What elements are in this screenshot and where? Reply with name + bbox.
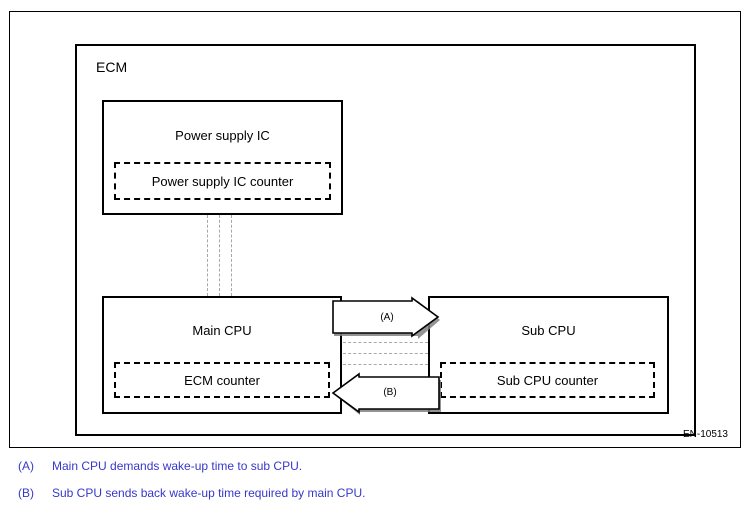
legend-item-a: (A) Main CPU demands wake-up time to sub… xyxy=(18,458,718,474)
figure-id-label: EN-10513 xyxy=(682,429,728,440)
legend-text-a: Main CPU demands wake-up time to sub CPU… xyxy=(52,459,303,473)
ecm-counter-box: ECM counter xyxy=(114,362,330,398)
arrow-b-label: (B) xyxy=(383,387,397,398)
figure-frame: ECM Power supply IC Power supply IC coun… xyxy=(9,11,741,448)
arrow-a-label: (A) xyxy=(380,312,394,323)
ecm-counter-label: ECM counter xyxy=(184,372,260,388)
main-cpu-box: Main CPU xyxy=(102,296,342,414)
power-supply-ic-counter-label: Power supply IC counter xyxy=(151,173,294,189)
main-cpu-title: Main CPU xyxy=(192,323,252,338)
power-supply-ic-title: Power supply IC xyxy=(175,128,270,143)
sub-cpu-title: Sub CPU xyxy=(521,323,576,338)
sub-cpu-counter-box: Sub CPU counter xyxy=(440,362,655,398)
ecm-label: ECM xyxy=(96,59,128,75)
legend-text-b: Sub CPU sends back wake-up time required… xyxy=(52,486,366,500)
cpu-link-line-2 xyxy=(343,353,428,354)
power-supply-ic-counter-box: Power supply IC counter xyxy=(114,162,331,200)
cpu-link-line-1 xyxy=(343,342,428,343)
power-supply-ic-box: Power supply IC xyxy=(102,100,343,215)
power-link-line-2 xyxy=(219,215,220,296)
legend: (A) Main CPU demands wake-up time to sub… xyxy=(18,458,718,512)
power-link-line-1 xyxy=(207,215,208,296)
legend-item-b: (B) Sub CPU sends back wake-up time requ… xyxy=(18,485,718,501)
sub-cpu-counter-label: Sub CPU counter xyxy=(496,372,599,388)
cpu-link-line-3 xyxy=(343,364,428,365)
legend-key-b: (B) xyxy=(18,486,34,500)
legend-key-a: (A) xyxy=(18,459,34,473)
arrow-right-icon xyxy=(332,296,440,339)
power-link-line-3 xyxy=(231,215,232,296)
arrow-left-icon xyxy=(331,372,441,415)
sub-cpu-box: Sub CPU xyxy=(428,296,669,414)
